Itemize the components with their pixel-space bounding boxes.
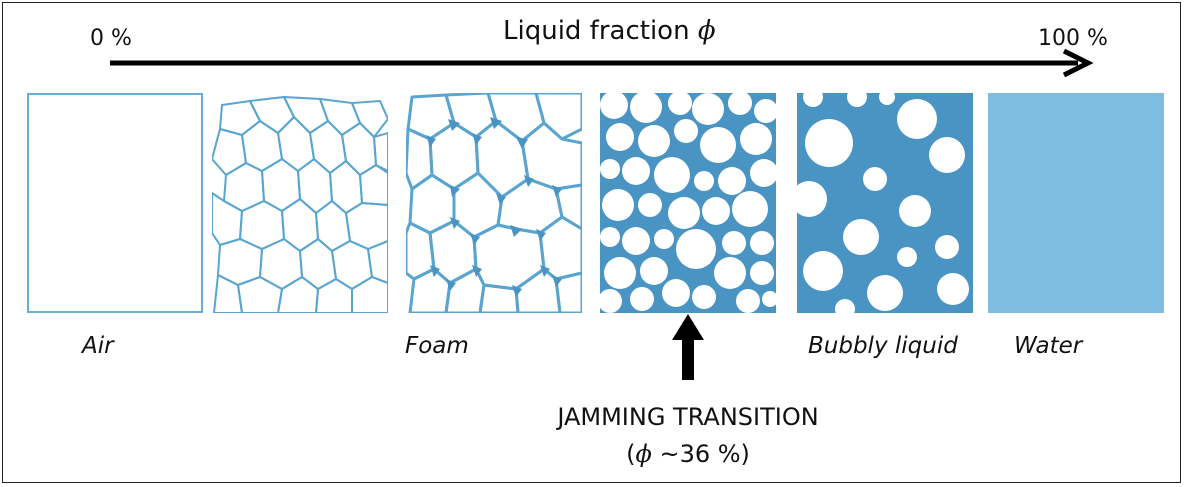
jammed-bubbles — [600, 93, 776, 313]
phi-symbol: ϕ — [697, 16, 716, 46]
panel-jammed — [600, 93, 776, 313]
jamming-open-paren: ( — [626, 440, 636, 468]
arrow-head — [1062, 48, 1094, 78]
axis-title-text: Liquid fraction — [503, 16, 698, 46]
jamming-value-text: ~36 %) — [651, 440, 750, 468]
jamming-title: JAMMING TRANSITION — [557, 403, 819, 431]
dry-foam-cells — [212, 95, 388, 313]
water-box — [988, 93, 1164, 313]
wet-foam-cells — [406, 93, 582, 313]
jamming-arrow — [672, 314, 704, 380]
panel-wet-foam — [406, 93, 582, 313]
label-water: Water — [1014, 333, 1083, 359]
panel-dry-foam — [212, 93, 388, 313]
axis-right-label: 100 % — [1038, 26, 1108, 51]
axis-title: Liquid fraction ϕ — [503, 16, 716, 46]
panel-air — [27, 93, 203, 313]
axis-left-label: 0 % — [90, 26, 132, 51]
jamming-phi-symbol: ϕ — [635, 440, 652, 468]
jamming-value: (ϕ ~36 %) — [528, 440, 848, 468]
label-foam: Foam — [405, 333, 469, 359]
bubbly-liquid — [797, 93, 973, 313]
label-bubbly-liquid: Bubbly liquid — [808, 333, 958, 359]
panel-bubbly — [797, 93, 973, 313]
air-box — [27, 93, 203, 313]
liquid-fraction-arrow — [110, 48, 1094, 78]
panel-water — [988, 93, 1164, 313]
label-air: Air — [82, 333, 114, 359]
